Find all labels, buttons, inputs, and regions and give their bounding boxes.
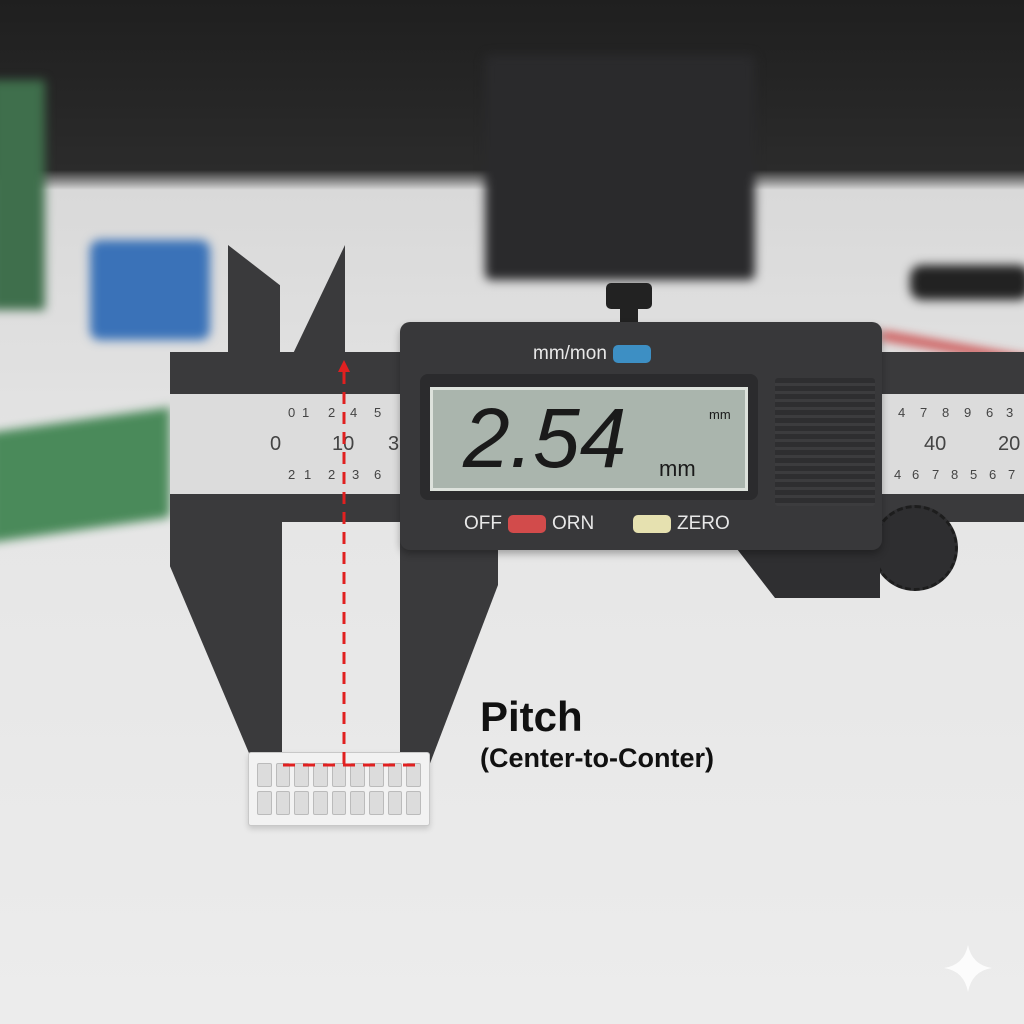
- zero-label: ZERO: [677, 513, 730, 534]
- connector-pin-slot: [387, 791, 403, 815]
- connector-pin-slot: [294, 763, 309, 787]
- connector-pin-slot: [275, 791, 291, 815]
- scale-label: 20: [998, 433, 1021, 455]
- background-probe: [910, 265, 1024, 300]
- scale-label: 6: [374, 467, 382, 482]
- unit-small: mm: [709, 407, 731, 422]
- zero-button[interactable]: [633, 514, 671, 533]
- scale-label: 4: [894, 467, 902, 482]
- connector-pin-slot: [350, 791, 365, 815]
- display-housing: mm/mon 2.54 mm mm OFF ORN ZERO: [400, 322, 882, 550]
- scale-label: 7: [920, 405, 928, 420]
- lcd-frame: 2.54 mm mm: [420, 374, 758, 500]
- connector-pin-slot: [257, 791, 272, 815]
- sparkle-icon: [944, 945, 992, 992]
- scale-label: 6: [912, 467, 920, 482]
- power-button-group: OFF ORN: [464, 514, 594, 533]
- mode-button[interactable]: [612, 344, 651, 363]
- scale-label: 2: [328, 405, 336, 420]
- scale-label: 2: [328, 467, 336, 482]
- scale-label: 3: [1006, 405, 1014, 420]
- locking-screw-knob[interactable]: [606, 283, 652, 309]
- scale-label: 1: [304, 467, 312, 482]
- scale-label: 9: [964, 405, 972, 420]
- scale-label: 2: [288, 467, 296, 482]
- grip-pad: [775, 378, 875, 506]
- scale-label: 5: [374, 405, 382, 420]
- annotation-subtitle: (Center-to-Conter): [480, 743, 714, 773]
- scale-label: 4: [350, 405, 358, 420]
- scale-label: 8: [951, 467, 959, 482]
- scale-label: 4: [898, 405, 906, 420]
- connector-pin-slot: [313, 791, 328, 815]
- arrow-up-icon: [338, 360, 350, 372]
- scale-label: 5: [970, 467, 978, 482]
- connector-pin-slot: [369, 791, 384, 815]
- scale-label: 6: [989, 467, 997, 482]
- on-label: ORN: [552, 513, 595, 534]
- scale-label: 0: [288, 405, 296, 420]
- zero-button-group: ZERO: [633, 514, 730, 533]
- connector-pin-slot: [275, 763, 291, 787]
- connector-pin-slot: [257, 763, 272, 787]
- connector-pin-slot: [294, 791, 309, 815]
- background-blue-part: [90, 240, 210, 340]
- locking-screw-stem: [620, 308, 638, 324]
- connector-pin-slot: [313, 763, 328, 787]
- connector-pin-slot: [406, 791, 421, 815]
- scale-label: 1: [302, 405, 310, 420]
- annotation-title: Pitch: [480, 693, 583, 740]
- background-pcb-left: [0, 80, 45, 310]
- measurement-reading: 2.54: [463, 391, 627, 485]
- connector-pin-slot: [331, 791, 347, 815]
- power-button[interactable]: [508, 514, 546, 533]
- pin-header-connector: [248, 752, 430, 826]
- scale-label: 8: [942, 405, 950, 420]
- scale-label: 7: [932, 467, 940, 482]
- scale-label: 3: [352, 467, 360, 482]
- scale-label: 7: [1008, 467, 1016, 482]
- scale-label: 0: [270, 433, 282, 455]
- scale-label: 40: [924, 433, 947, 455]
- connector-pin-slot: [369, 763, 384, 787]
- off-label: OFF: [464, 513, 502, 534]
- main-scale-right: 4 7 8 9 6 3 40 20 4 6 7 8 5 6 7: [882, 394, 1024, 494]
- scale-label: 3: [388, 433, 400, 455]
- unit-label: mm: [659, 456, 696, 481]
- mode-label: mm/mon: [533, 343, 607, 364]
- background-device: [485, 55, 755, 280]
- lcd-screen: 2.54 mm mm: [430, 387, 748, 491]
- mode-button-group: mm/mon: [533, 344, 651, 363]
- main-scale-left: 0 1 2 4 5 0 10 3 2 1 2 3 6: [170, 394, 400, 494]
- scale-label: 6: [986, 405, 994, 420]
- connector-pin-slot: [331, 763, 347, 787]
- connector-pin-slot: [350, 763, 365, 787]
